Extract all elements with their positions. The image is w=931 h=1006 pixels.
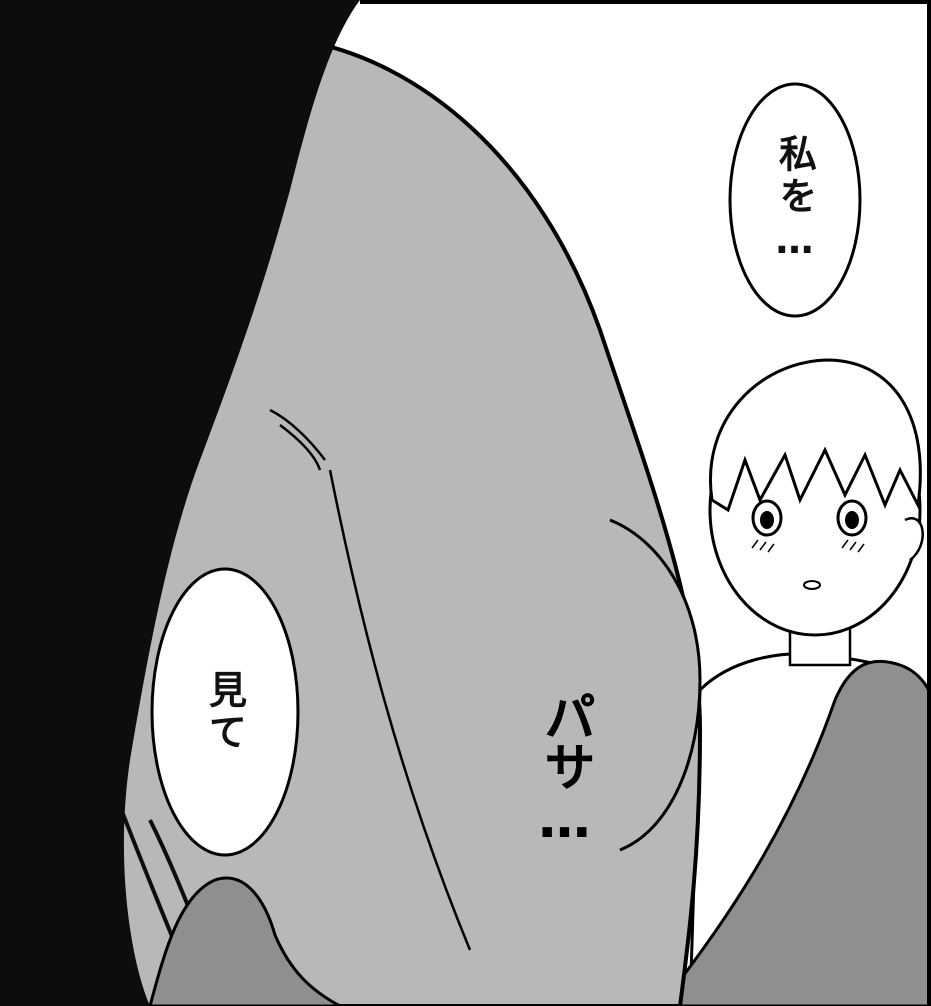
- speech-balloon-1: 私を…: [728, 82, 862, 318]
- cloth-right: [658, 659, 931, 1006]
- speech-balloon-1-shape: [728, 82, 862, 318]
- woman-hair: [0, 0, 360, 1006]
- speech-text-2: 見て: [202, 670, 247, 754]
- sound-effect: パサ…: [520, 690, 610, 920]
- sound-effect-text: パサ…: [534, 690, 595, 848]
- speech-balloon-2: 見て: [150, 567, 300, 857]
- speech-text-1: 私を…: [772, 134, 817, 266]
- cloth-left: [148, 876, 341, 1006]
- speech-balloon-2-shape: [150, 567, 300, 857]
